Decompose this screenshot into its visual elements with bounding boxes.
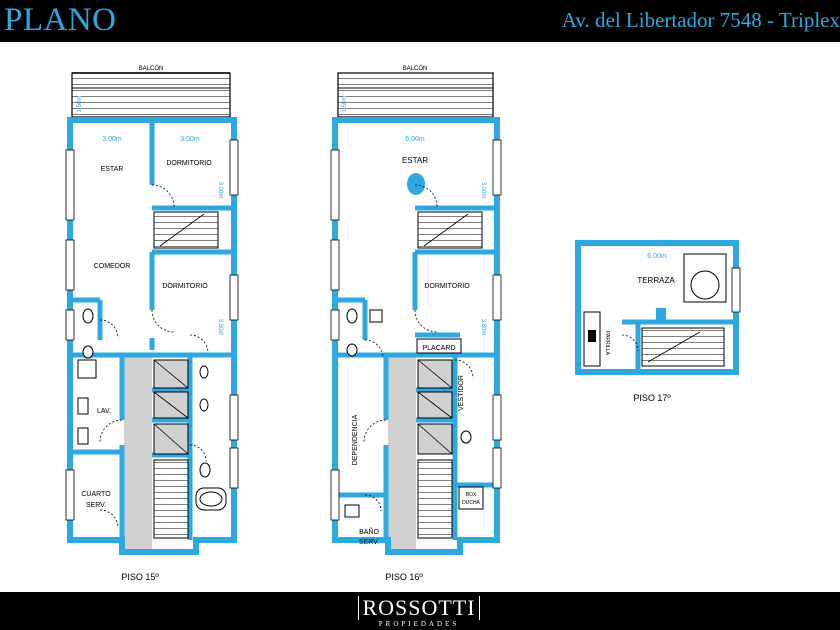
dim-15-dorm: 3.00m: [180, 136, 200, 143]
room-estar-15: ESTAR: [101, 166, 124, 173]
brand-name: ROSSOTTI: [358, 596, 480, 620]
dim-16-balcony: 1.50m: [342, 96, 348, 113]
room-terraza-17: TERRAZA: [637, 276, 675, 285]
room-box-16: BOX: [466, 492, 477, 498]
room-ducha-16: DUCHA: [462, 500, 480, 506]
corridor-16: [388, 357, 416, 550]
room-placard-16: PLACARD: [422, 345, 455, 352]
floor-plan-16: BALCÓN 1.50m: [330, 65, 502, 582]
dim-16-estar: 6.00m: [405, 136, 425, 143]
lamp-16: [407, 173, 425, 195]
dim-16-dorm-depth: 3.80m: [480, 319, 486, 336]
room-serv-15: SERV.: [86, 502, 106, 509]
room-serv-16: SERV.: [359, 539, 379, 546]
brand-logo: ROSSOTTI PROPIEDADES: [348, 596, 490, 628]
dim-15-dorm2-depth: 3.80m: [217, 319, 223, 336]
room-dormitorio-16: DORMITORIO: [424, 283, 470, 290]
balcony-label-15: BALCÓN: [139, 65, 164, 72]
page-title: PLANO: [4, 2, 117, 38]
header-bar: [0, 0, 840, 42]
dim-15-dorm-depth: 3.00m: [217, 182, 223, 199]
room-estar-16: ESTAR: [402, 156, 428, 165]
caption-piso-15: PISO 15º: [121, 572, 159, 582]
balcony-label-16: BALCÓN: [403, 65, 428, 72]
floor-plan-15: BALCÓN 1.50m: [65, 65, 239, 582]
room-vestidor-16: VESTIDOR: [458, 375, 465, 411]
room-dormitorio-15a: DORMITORIO: [166, 160, 212, 167]
caption-piso-16: PISO 16º: [385, 572, 423, 582]
corridor-15: [124, 357, 152, 550]
outer-wall-16: [332, 117, 500, 555]
dim-15-estar: 3.00m: [102, 136, 122, 143]
room-bano-16: BAÑO: [359, 527, 379, 536]
dim-17-terraza: 6.00m: [647, 253, 667, 260]
room-dependencia-16: DEPENDENCIA: [352, 414, 359, 465]
room-lav-15: LAV.: [97, 408, 111, 415]
room-comedor-15: COMEDOR: [94, 263, 131, 270]
dim-16-estar-depth: 3.00m: [480, 182, 486, 199]
floor-plans: BALCÓN 1.50m: [65, 65, 741, 582]
room-parrilla-17: PARRILLA: [604, 331, 610, 355]
brand-sub: PROPIEDADES: [378, 620, 460, 628]
balcony-16: [337, 72, 494, 118]
footer-bar: [0, 592, 840, 630]
floor-plan-17: TERRAZA PARRILLA 6.00m PISO 17º: [575, 240, 741, 403]
property-address: Av. del Libertador 7548 - Triplex: [561, 8, 840, 32]
dim-15-balcony: 1.50m: [77, 96, 83, 113]
caption-piso-17: PISO 17º: [633, 393, 671, 403]
room-dormitorio-15b: DORMITORIO: [162, 283, 208, 290]
placard-box-16: [416, 338, 462, 354]
balcony-15: [71, 72, 231, 118]
room-cuarto-15: CUARTO: [81, 491, 111, 498]
shower-box-16: [458, 486, 484, 510]
outer-wall-15: [67, 117, 237, 555]
